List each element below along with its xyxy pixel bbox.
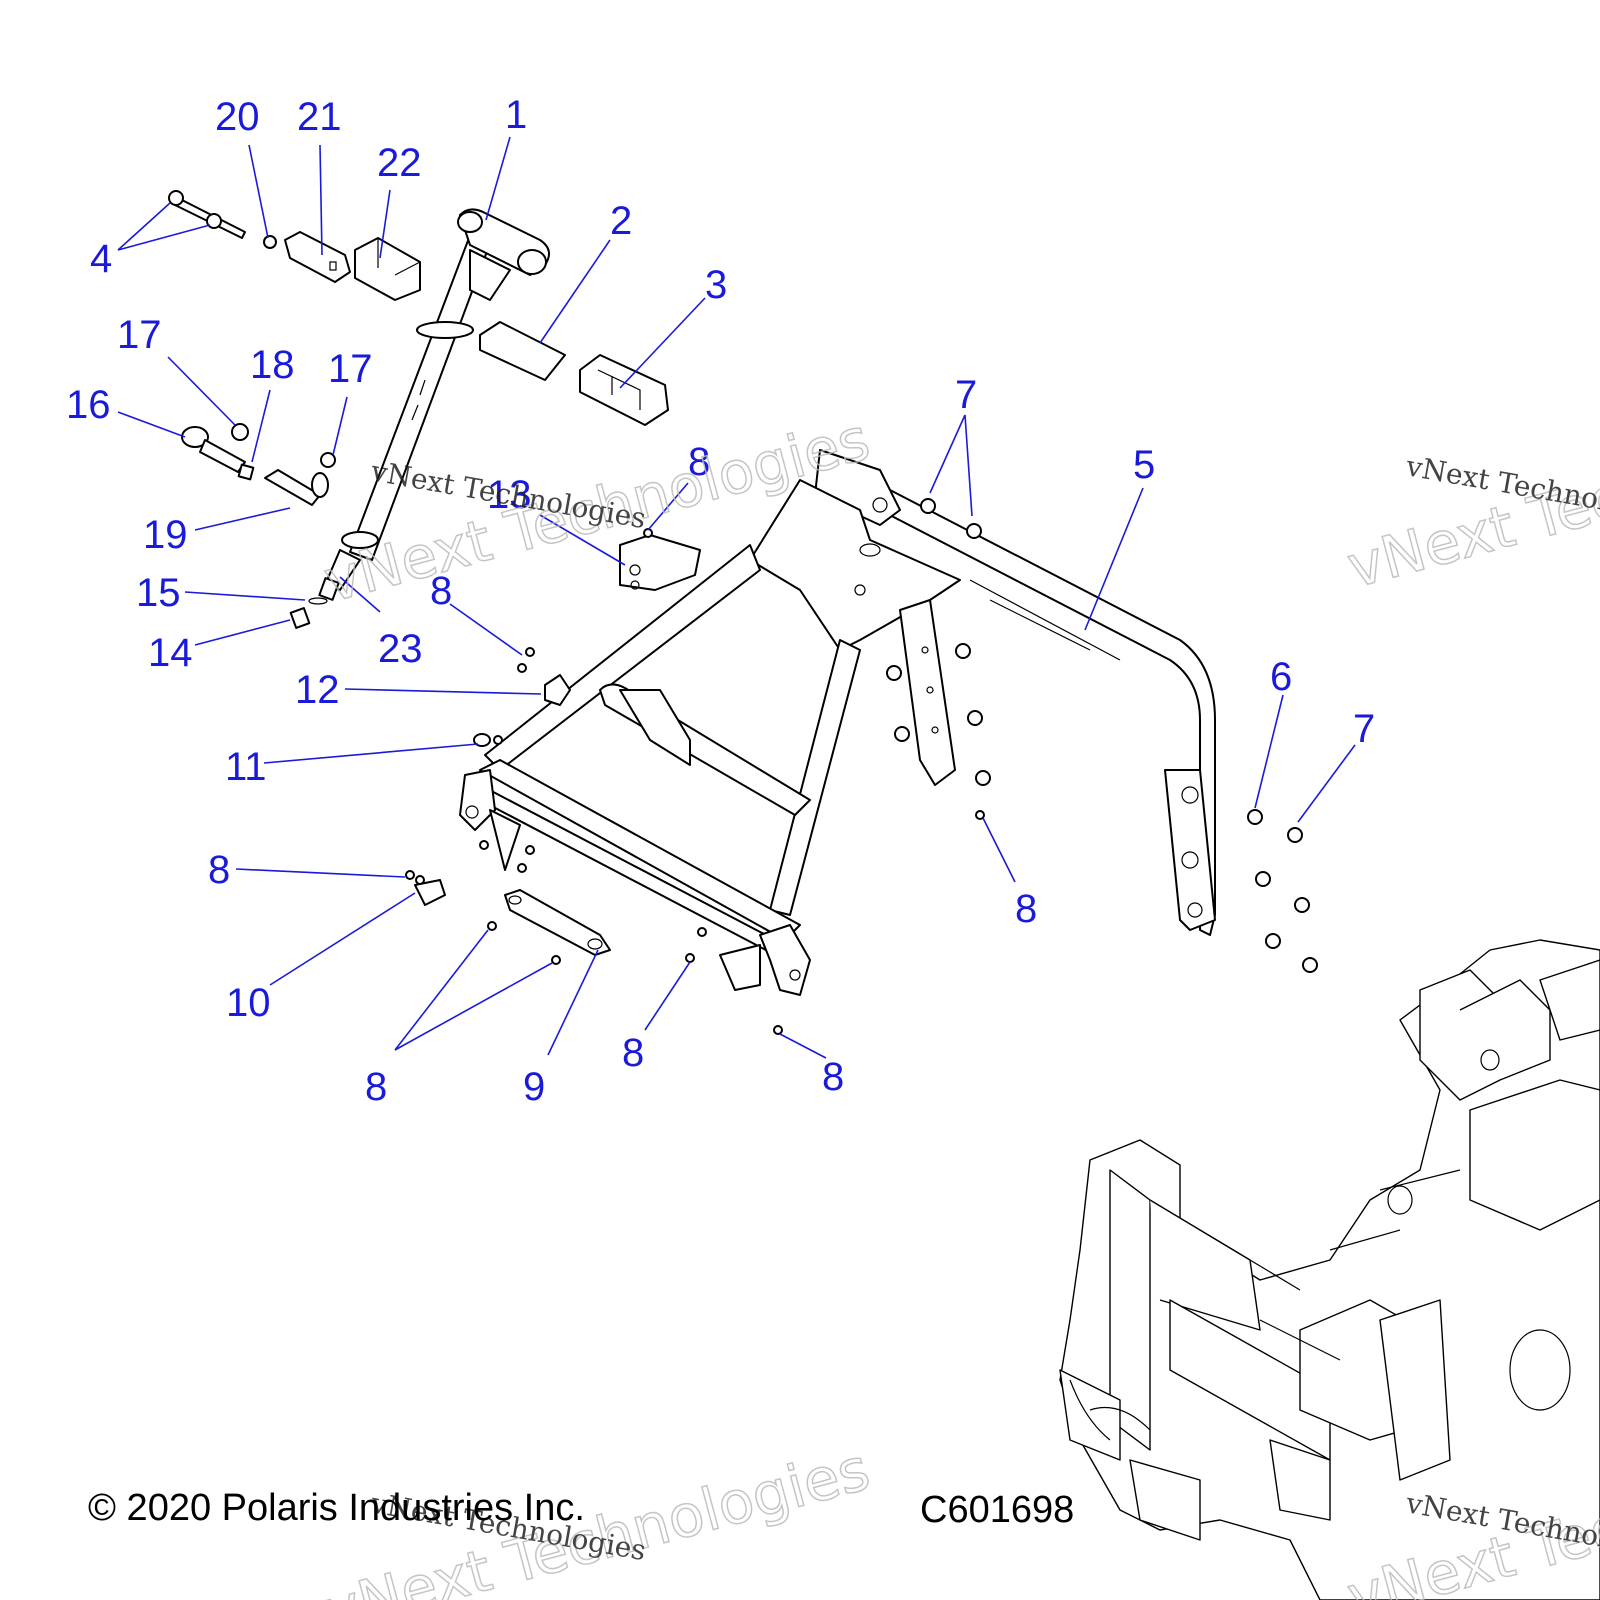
callout-3: 3	[705, 263, 727, 307]
callout-13: 13	[487, 473, 532, 517]
callout-5: 5	[1133, 443, 1155, 487]
callout-2: 2	[610, 199, 632, 243]
callout-1: 1	[505, 93, 527, 137]
callout-9: 9	[523, 1065, 545, 1109]
callout-17-upper-left: 17	[117, 313, 162, 357]
callout-15: 15	[136, 571, 181, 615]
callout-8-bottom-middle: 8	[622, 1031, 644, 1075]
callout-19: 19	[143, 513, 188, 557]
leader-lines	[117, 136, 1356, 1059]
callout-7-top: 7	[955, 373, 977, 417]
steering-column	[318, 208, 550, 601]
diagram-code: C601698	[920, 1489, 1074, 1531]
copyright-text: © 2020 Polaris Industries Inc.	[88, 1487, 585, 1529]
callout-20: 20	[215, 95, 260, 139]
small-parts	[168, 190, 1318, 1035]
chassis-reference	[1059, 939, 1600, 1600]
callout-8-bottom-right: 8	[822, 1055, 844, 1099]
callout-17-upper-right: 17	[328, 347, 373, 391]
main-frame	[459, 449, 1216, 996]
callout-8-right-leg: 8	[1015, 887, 1037, 931]
callout-8-left: 8	[208, 848, 230, 892]
callout-23: 23	[378, 627, 423, 671]
callout-4: 4	[90, 237, 112, 281]
callout-8-top: 8	[688, 440, 710, 484]
callout-10: 10	[226, 981, 271, 1025]
callout-21: 21	[297, 95, 342, 139]
callout-8-middle: 8	[430, 569, 452, 613]
callout-labels: 20 21 1 22 2 4 3 17 18 17 16 7 5 8 13 19…	[66, 93, 1375, 1109]
callout-11: 11	[225, 745, 267, 789]
callout-12: 12	[295, 668, 340, 712]
callout-7-right: 7	[1353, 707, 1375, 751]
callout-18: 18	[250, 343, 295, 387]
callout-14: 14	[148, 631, 193, 675]
callout-8-bottom-left: 8	[365, 1065, 387, 1109]
callout-6: 6	[1270, 655, 1292, 699]
callout-22: 22	[377, 141, 422, 185]
callout-16: 16	[66, 383, 111, 427]
